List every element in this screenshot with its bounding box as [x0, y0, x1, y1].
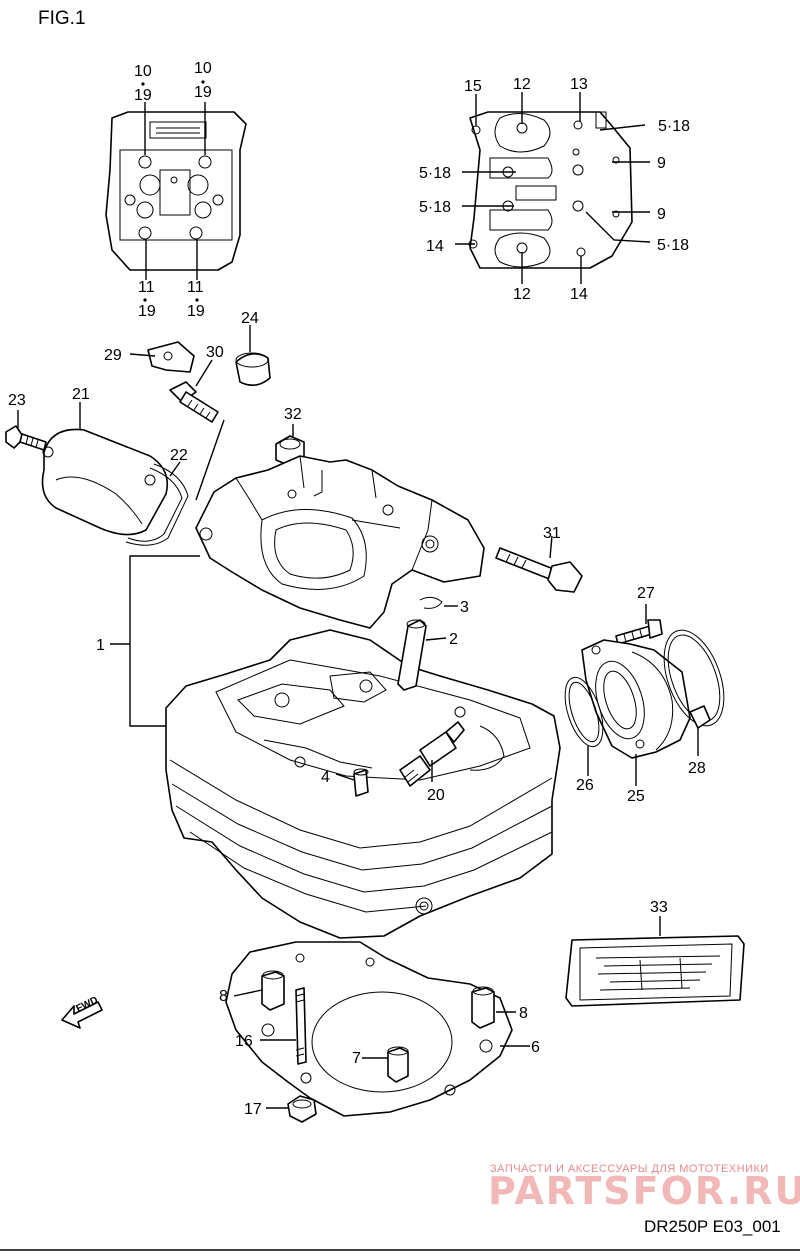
callout-10b: 10: [194, 60, 212, 77]
gasket-22: [125, 461, 189, 546]
callout-5-18b: 5·18: [419, 165, 451, 182]
intake-pipe-25: [581, 639, 691, 786]
o-ring-26: [564, 676, 604, 776]
label-sticker-33: [565, 916, 745, 1007]
callout-33: 33: [650, 899, 668, 916]
callout-22: 22: [170, 447, 188, 464]
stud-16: [260, 987, 307, 1065]
callout-5-18a: 5·18: [658, 118, 690, 135]
callout-7: 7: [352, 1050, 361, 1067]
callout-31: 31: [543, 525, 561, 542]
cover-21: [41, 402, 169, 536]
watermark: ЗАПЧАСТИ И АКСЕССУАРЫ ДЛЯ МОТОТЕХНИКИ PA…: [488, 1163, 800, 1213]
bolt-31: [495, 535, 583, 593]
dowel-8b: [471, 986, 516, 1029]
callout-27: 27: [637, 585, 655, 602]
watermark-brand: PARTSFOR.RU: [488, 1169, 800, 1213]
callout-13: 13: [570, 76, 588, 93]
callout-20: 20: [427, 787, 445, 804]
cylinder-head-cover: [195, 419, 485, 629]
callout-32: 32: [284, 406, 302, 423]
nut-17: [266, 1095, 317, 1123]
callout-1: 1: [96, 637, 105, 654]
callout-19a: 19: [134, 87, 152, 104]
forward-arrow-icon: FWD: [61, 995, 103, 1029]
clamp-28: [663, 629, 725, 756]
callout-28: 28: [688, 760, 706, 777]
watermark-caption: ЗАПЧАСТИ И АКСЕССУАРЫ ДЛЯ МОТОТЕХНИКИ: [490, 1163, 769, 1175]
callout-14a: 14: [426, 238, 444, 255]
callout-12b: 12: [513, 286, 531, 303]
callout-15: 15: [464, 78, 482, 95]
callout-19d: 19: [187, 303, 205, 320]
drawing-code: DR250P E03_001: [644, 1217, 781, 1236]
bracket-line-1: [110, 555, 200, 727]
callout-11a: 11: [138, 279, 155, 296]
callout-17: 17: [244, 1101, 262, 1118]
callout-10a: 10: [134, 63, 152, 80]
figure-title: FIG.1: [38, 8, 86, 29]
callout-30: 30: [206, 344, 224, 361]
dowel-7: [362, 1046, 409, 1083]
callout-4: 4: [321, 769, 330, 786]
callout-2: 2: [449, 631, 458, 648]
bolt-27: [615, 604, 663, 645]
callout-16: 16: [235, 1033, 253, 1050]
head-gasket-6: [225, 941, 513, 1117]
callout-6: 6: [531, 1039, 540, 1056]
callout-5-18d: 5·18: [657, 237, 689, 254]
callout-21: 21: [72, 386, 90, 403]
head-bottom-view-inset: [105, 102, 247, 280]
dowel-8a: [233, 970, 285, 1011]
callout-23: 23: [8, 392, 26, 409]
callout-3: 3: [460, 599, 469, 616]
callout-24: 24: [241, 310, 259, 327]
callout-12a: 12: [513, 76, 531, 93]
dowel-4: [335, 768, 369, 797]
callout-25: 25: [627, 788, 645, 805]
callout-11b: 11: [187, 279, 204, 296]
callout-19c: 19: [138, 303, 156, 320]
spark-plug-20: [399, 721, 465, 787]
callout-9b: 9: [657, 206, 666, 223]
cap-24: [235, 325, 271, 386]
callout-26: 26: [576, 777, 594, 794]
callout-14b: 14: [570, 286, 588, 303]
callout-8b: 8: [519, 1005, 528, 1022]
valve-guide-2: [397, 619, 447, 691]
bolt-23: [5, 410, 47, 451]
callout-29: 29: [104, 347, 122, 364]
bracket-29: [129, 341, 195, 373]
callout-5-18c: 5·18: [419, 199, 451, 216]
callout-9a: 9: [657, 155, 666, 172]
head-top-view-inset: [455, 92, 651, 284]
callout-19b: 19: [194, 84, 212, 101]
clip-3: [419, 596, 458, 609]
callout-8a: 8: [219, 988, 228, 1005]
bolt-30: [169, 359, 219, 423]
